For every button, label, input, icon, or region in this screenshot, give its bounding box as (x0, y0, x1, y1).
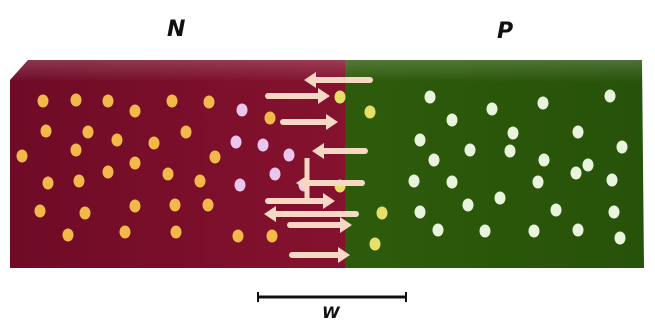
hole-dot (582, 158, 594, 172)
electron-dot (102, 165, 114, 179)
n-region-label: N (167, 17, 186, 42)
junction-carrier-dot (369, 237, 381, 251)
electron-dot (70, 143, 82, 157)
electron-dot (166, 94, 178, 108)
p-region (345, 60, 644, 268)
p-region-label: P (497, 19, 514, 44)
hole-dot (572, 125, 584, 139)
electron-dot (202, 198, 214, 212)
junction-carrier-dot (364, 105, 376, 119)
electron-dot (209, 150, 221, 164)
hole-dot (604, 89, 616, 103)
carrier-group (16, 89, 628, 251)
electron-dot (102, 94, 114, 108)
diffusion-arrow-left (304, 72, 373, 88)
hole-dot (494, 191, 506, 205)
hole-dot (424, 90, 436, 104)
electron-dot (170, 225, 182, 239)
hole-dot (408, 174, 420, 188)
electron-dot (264, 111, 276, 125)
hole-dot (446, 175, 458, 189)
electron-dot (129, 156, 141, 170)
hole-dot (446, 113, 458, 127)
electron-dot (180, 125, 192, 139)
diffusion-arrow-right (287, 217, 352, 233)
electron-dot (79, 206, 91, 220)
hole-dot (606, 173, 618, 187)
hole-dot (532, 175, 544, 189)
hole-dot (538, 153, 550, 167)
junction-carrier-dot (334, 90, 346, 104)
electron-dot (266, 229, 278, 243)
hole-dot (504, 144, 516, 158)
depletion-width-label: W (322, 303, 340, 322)
electron-dot (169, 198, 181, 212)
hole-dot (550, 203, 562, 217)
depletion-ion-dot (283, 148, 295, 162)
hole-dot (462, 198, 474, 212)
electron-dot (111, 133, 123, 147)
depletion-ion-dot (230, 135, 242, 149)
hole-dot (614, 231, 626, 245)
hole-dot (414, 133, 426, 147)
slab-top-bevel (10, 60, 642, 82)
electron-dot (119, 225, 131, 239)
depletion-ion-dot (236, 103, 248, 117)
electron-dot (40, 124, 52, 138)
electron-dot (62, 228, 74, 242)
electron-dot (82, 125, 94, 139)
diffusion-arrow-right (265, 88, 330, 104)
diffusion-arrow-right (265, 193, 335, 209)
electron-dot (129, 199, 141, 213)
diffusion-arrow-right (280, 114, 338, 130)
hole-dot (570, 166, 582, 180)
diffusion-arrow-left (312, 143, 368, 159)
hole-dot (428, 153, 440, 167)
electron-dot (162, 167, 174, 181)
electron-dot (194, 174, 206, 188)
n-region (10, 60, 345, 268)
electron-dot (232, 229, 244, 243)
diffusion-arrow-left (264, 206, 359, 222)
diffusion-arrow-group (264, 72, 373, 263)
junction-carrier-dot (376, 206, 388, 220)
electron-dot (34, 204, 46, 218)
hole-dot (572, 223, 584, 237)
electron-dot (42, 176, 54, 190)
depletion-ion-dot (257, 138, 269, 152)
hole-dot (486, 102, 498, 116)
hole-dot (479, 224, 491, 238)
electron-dot (203, 95, 215, 109)
hole-dot (432, 223, 444, 237)
hole-dot (464, 143, 476, 157)
electron-dot (16, 149, 28, 163)
electron-dot (129, 104, 141, 118)
electron-dot (73, 174, 85, 188)
depletion-ion-dot (269, 167, 281, 181)
electron-dot (37, 94, 49, 108)
hole-dot (507, 126, 519, 140)
hole-dot (537, 96, 549, 110)
hole-dot (528, 224, 540, 238)
hole-dot (616, 140, 628, 154)
electron-dot (70, 93, 82, 107)
hole-dot (608, 205, 620, 219)
electron-dot (148, 136, 160, 150)
hole-dot (414, 205, 426, 219)
diffusion-arrow-right (289, 247, 350, 263)
depletion-ion-dot (234, 178, 246, 192)
